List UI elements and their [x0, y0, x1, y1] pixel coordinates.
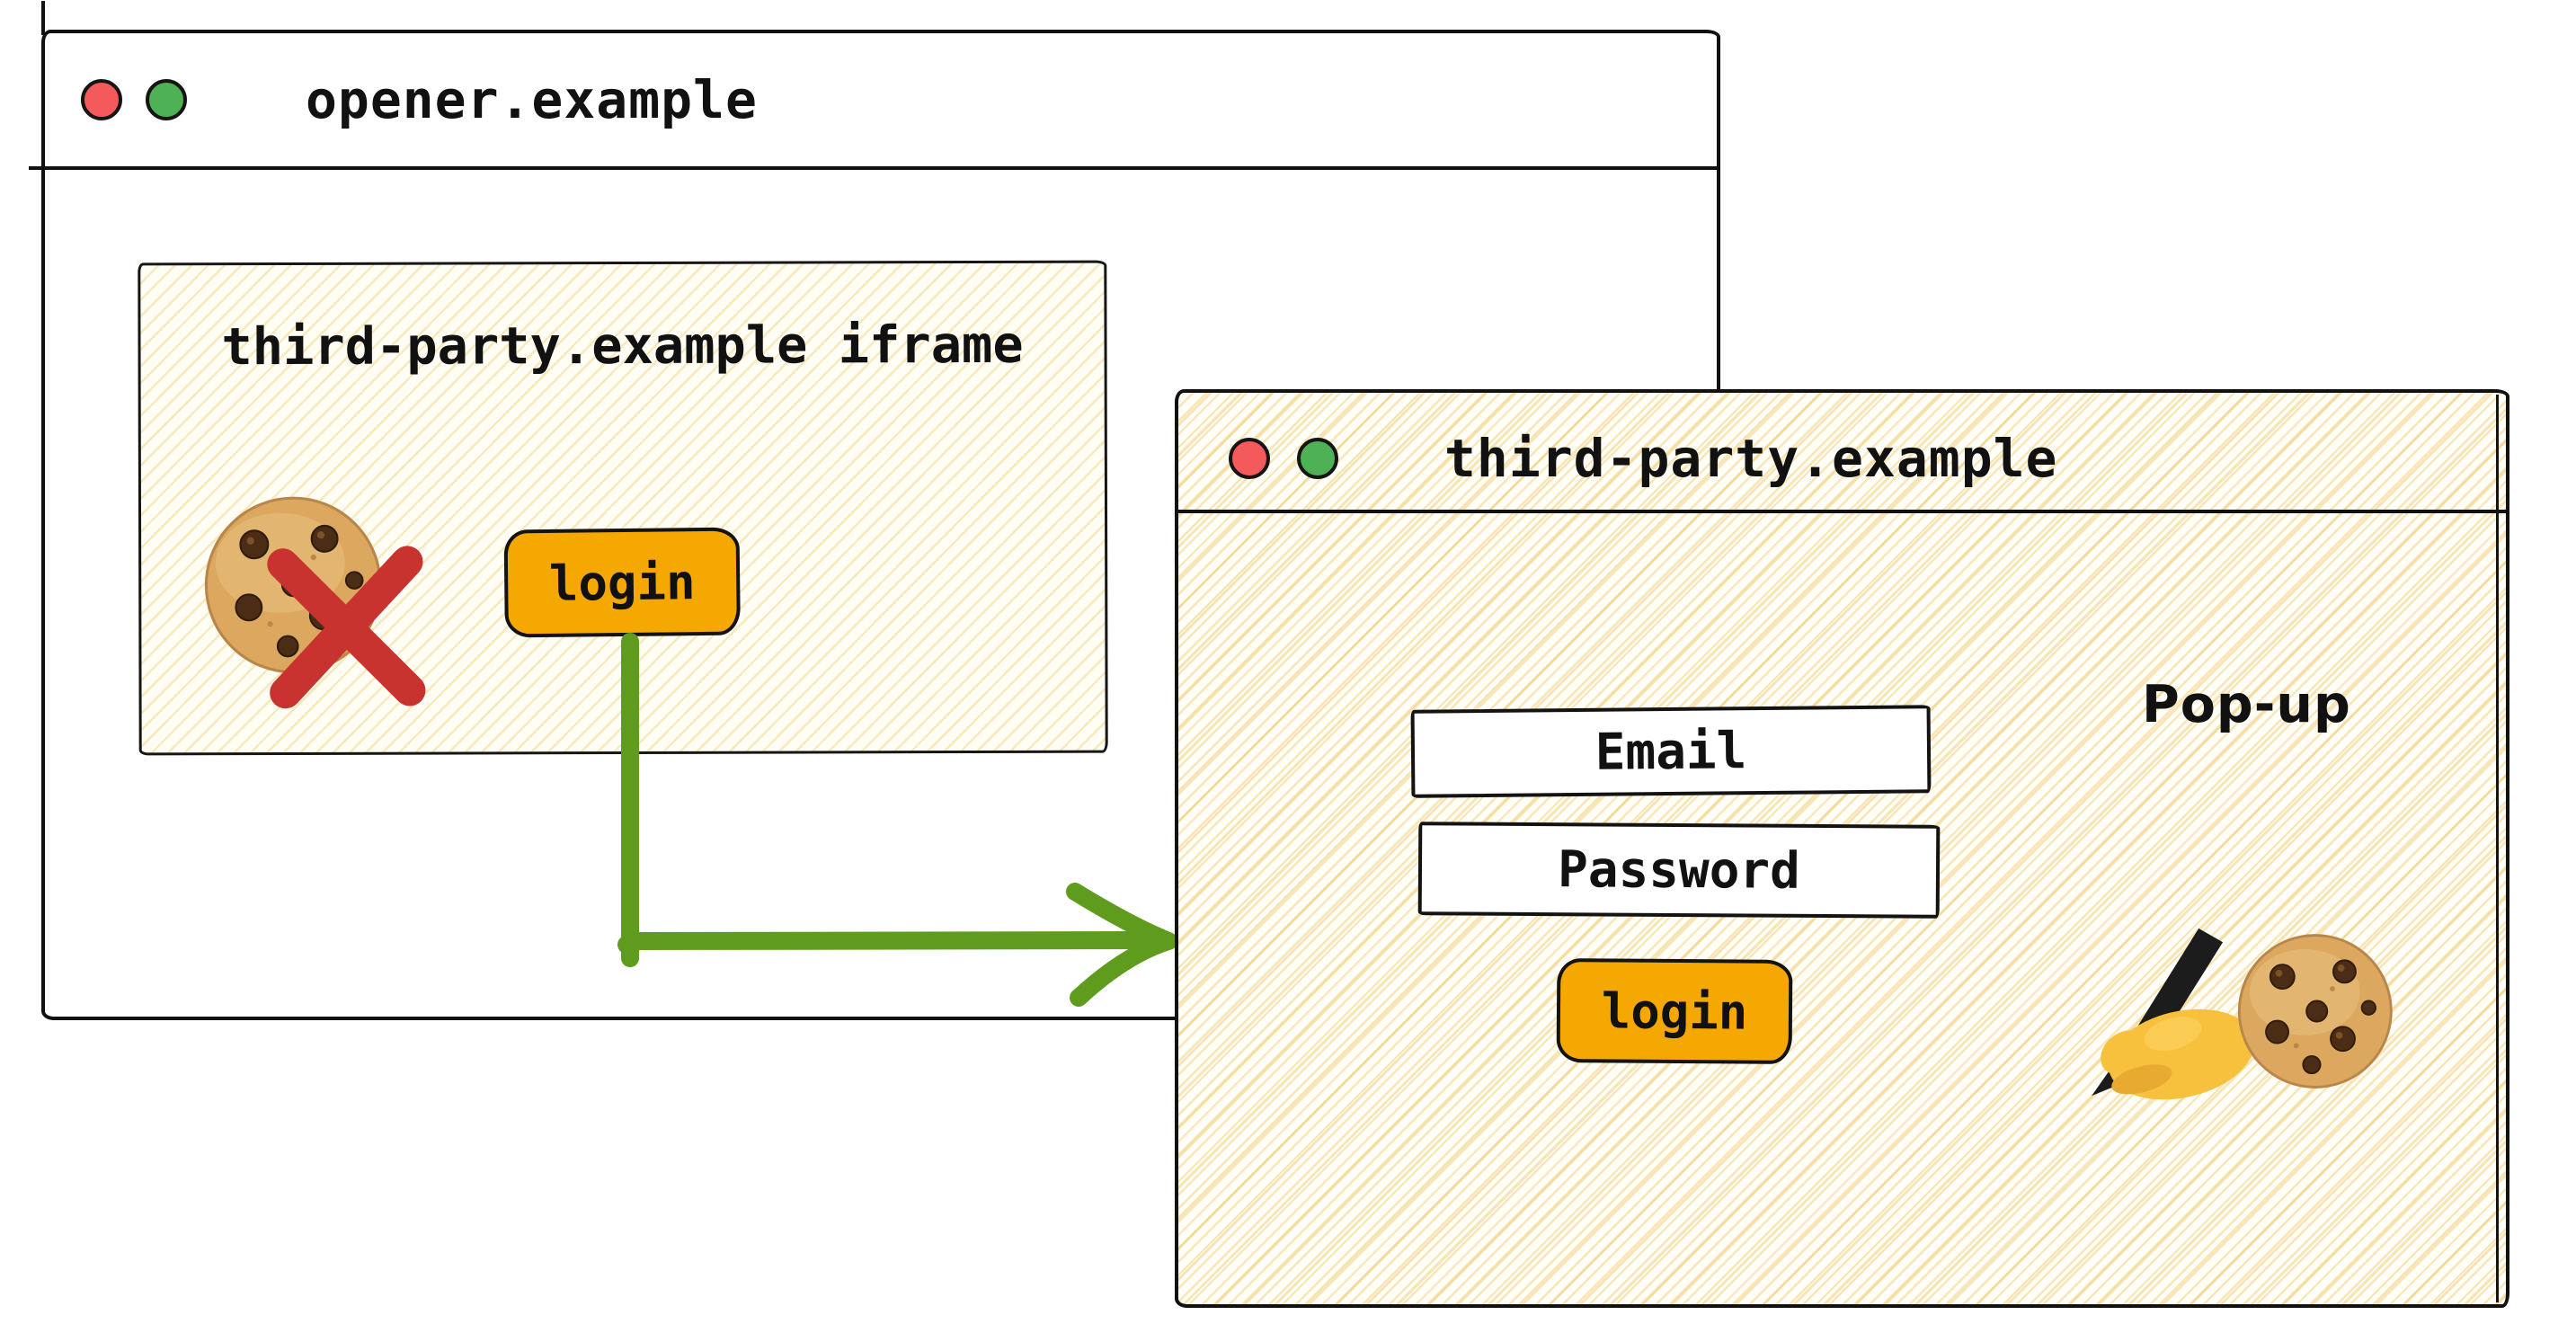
- popup-login-button[interactable]: login: [1556, 958, 1793, 1064]
- popup-content: Pop-up Email Password login: [1178, 513, 2506, 1301]
- iframe-login-button[interactable]: login: [503, 527, 741, 638]
- writing-hand-and-cookie-icons: [2092, 928, 2393, 1100]
- minimize-dot-icon[interactable]: [1297, 438, 1338, 479]
- opener-titlebar: opener.example: [45, 33, 1717, 170]
- popup-window-title: third-party.example: [1444, 428, 2058, 489]
- close-dot-icon[interactable]: [1229, 438, 1270, 479]
- writing-hand-icon: [2092, 928, 2255, 1100]
- third-party-iframe: third-party.example iframe: [138, 260, 1108, 756]
- email-field[interactable]: Email: [1410, 705, 1932, 798]
- minimize-dot-icon[interactable]: [146, 79, 187, 120]
- blocked-x-icon: [261, 539, 432, 715]
- popup-window: third-party.example Pop-up Email Passwor…: [1175, 389, 2509, 1308]
- opener-window-title: opener.example: [306, 69, 758, 130]
- close-dot-icon[interactable]: [81, 79, 122, 120]
- iframe-heading: third-party.example iframe: [221, 315, 1024, 378]
- popup-corner-label: Pop-up: [2142, 675, 2351, 734]
- cookie-icon: [2237, 934, 2393, 1089]
- password-field[interactable]: Password: [1417, 822, 1941, 919]
- popup-titlebar: third-party.example: [1178, 393, 2506, 513]
